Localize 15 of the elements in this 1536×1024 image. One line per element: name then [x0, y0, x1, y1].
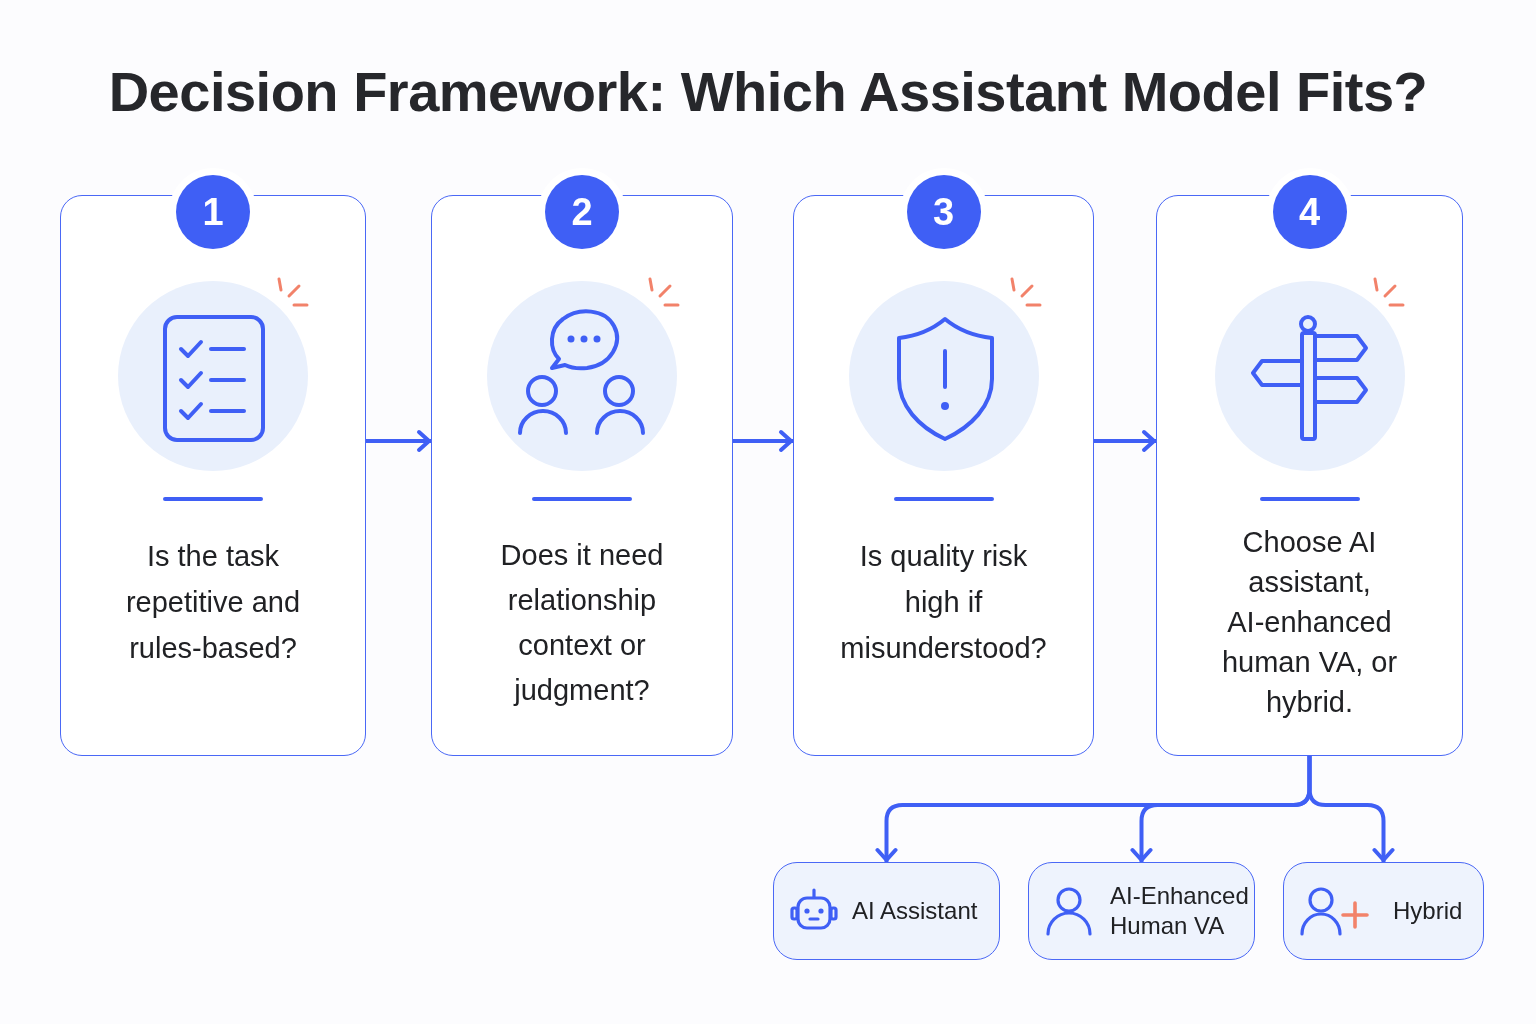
outcome-card [773, 862, 1000, 960]
arrow [731, 430, 795, 452]
arrow [364, 430, 433, 452]
title: Decision Framework: Which Assistant Model Fits? [108, 59, 1428, 125]
arrow [1092, 430, 1158, 452]
question-text: Does it need relationship context or judgment? [499, 538, 665, 708]
question-text: Is quality risk high if misunderstood? [839, 539, 1048, 666]
outcome-card [1283, 862, 1484, 960]
outcome-label: AI-Enhanced Human VA [1110, 881, 1250, 941]
outcome-card [1028, 862, 1255, 960]
arrow [1307, 754, 1395, 864]
question-text: Is the task repetitive and rules-based? [124, 539, 302, 666]
outcome-label: Hybrid [1393, 896, 1463, 926]
question-text: Choose AI assistant, AI-enhanced human VA, or hybrid. [1220, 525, 1399, 720]
outcome-label: AI Assistant [852, 896, 978, 926]
